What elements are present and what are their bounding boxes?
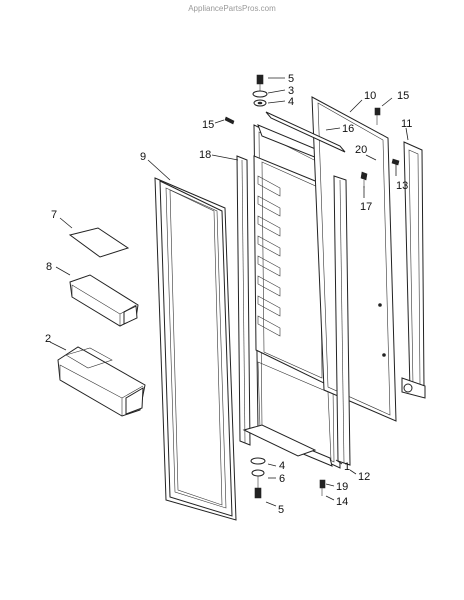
callout-11: 11 [401, 118, 412, 130]
callout-15-right: 15 [397, 90, 409, 102]
callout-17: 17 [360, 201, 372, 213]
callout-labels: 5 3 4 10 15 15 16 11 9 18 20 13 17 7 8 2… [45, 73, 412, 516]
callout-6: 6 [279, 473, 285, 485]
door-shelves [257, 175, 281, 337]
top-hinge-hardware [252, 74, 268, 107]
door-gasket-part [154, 177, 237, 521]
door-strip-part [236, 155, 251, 446]
callout-4-top: 4 [288, 96, 294, 108]
callout-8: 8 [46, 261, 52, 273]
callout-2: 2 [45, 333, 51, 345]
small-door-bin-part [69, 274, 139, 327]
callout-13: 13 [396, 180, 408, 192]
watermark-text: AppliancePartsPros.com [188, 4, 276, 13]
label-card-part [68, 227, 130, 258]
callout-19: 19 [336, 481, 348, 493]
callout-5-bottom: 5 [278, 504, 284, 516]
callout-15-left: 15 [202, 119, 214, 131]
callout-18: 18 [199, 149, 211, 161]
leader-lines [49, 77, 409, 507]
callout-7: 7 [51, 209, 57, 221]
door-handle-part [401, 141, 426, 399]
callout-20: 20 [355, 144, 367, 156]
top-cap-part [265, 111, 346, 153]
callout-3: 3 [288, 85, 294, 97]
callout-12: 12 [358, 471, 370, 483]
callout-4-bottom: 4 [279, 460, 285, 472]
callout-16: 16 [342, 123, 354, 135]
screws-upper [224, 107, 400, 188]
callout-9: 9 [140, 151, 146, 163]
callout-5-top: 5 [288, 73, 294, 85]
callout-10: 10 [364, 90, 376, 102]
large-door-bin-part [57, 346, 146, 417]
seal-strip-part [333, 175, 351, 466]
callout-1: 1 [344, 461, 350, 473]
callout-14: 14 [336, 496, 348, 508]
back-panel-part [311, 96, 397, 422]
bottom-hinge-hardware [242, 424, 326, 499]
